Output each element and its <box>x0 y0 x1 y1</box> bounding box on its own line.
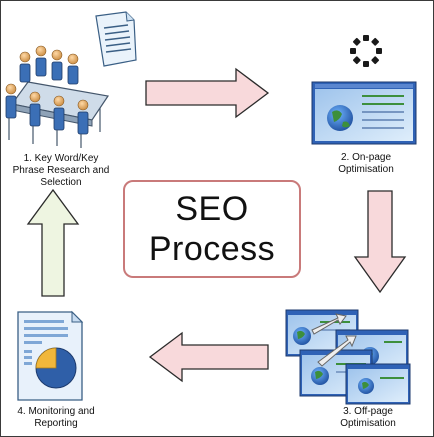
linked-webpages-icon <box>285 309 411 405</box>
step-2-line1: 2. On-page <box>340 152 392 163</box>
step-3-caption: 3. Off-page Optimisation <box>318 406 418 430</box>
center-title-line2: Process <box>148 230 276 268</box>
step-4-caption: 4. Monitoring and Reporting <box>0 406 112 430</box>
step-3-line2: Optimisation <box>340 418 396 429</box>
step-4-line1: 4. Monitoring and <box>17 406 95 417</box>
center-title-box: SEO Process <box>123 180 301 278</box>
step-2-caption: 2. On-page Optimisation <box>318 152 414 176</box>
meeting-people-icon <box>5 11 137 148</box>
arrow-left <box>148 331 269 383</box>
step-1-line3: Selection <box>40 177 82 188</box>
report-chart-icon <box>17 310 84 401</box>
step-3-line1: 3. Off-page <box>343 406 393 417</box>
step-1-line2: Phrase Research and <box>12 165 110 176</box>
step-2-line2: Optimisation <box>338 164 394 175</box>
step-1-line1: 1. Key Word/Key <box>23 153 99 164</box>
arrow-down <box>353 190 407 294</box>
arrow-up <box>26 188 80 297</box>
center-title-line1: SEO <box>175 190 249 228</box>
webpage-icon <box>311 35 417 145</box>
step-1-caption: 1. Key Word/Key Phrase Research and Sele… <box>2 153 120 189</box>
arrow-right <box>145 67 270 119</box>
step-4-line2: Reporting <box>34 418 78 429</box>
